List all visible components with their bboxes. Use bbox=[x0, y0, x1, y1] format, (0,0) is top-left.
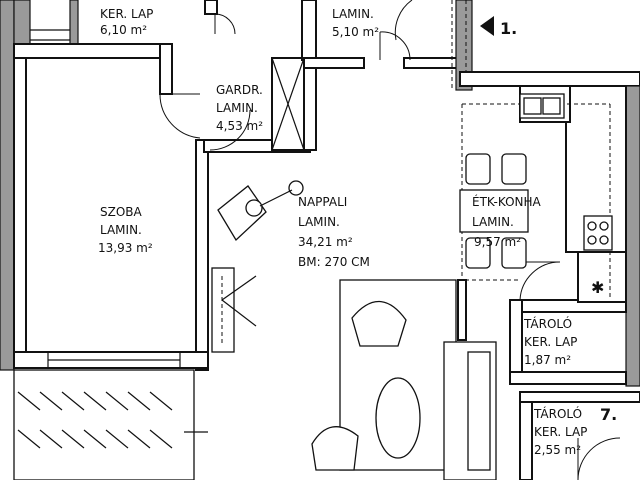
storage1-wall-bottom bbox=[509, 371, 627, 385]
tv-line-2 bbox=[221, 299, 257, 327]
bedroom-wall-left bbox=[13, 57, 27, 369]
storage1-floor: KER. LAP bbox=[524, 335, 577, 349]
bedroom-name: SZOBA bbox=[100, 205, 143, 219]
star-icon: ✱ bbox=[591, 278, 604, 297]
chair-4 bbox=[501, 237, 527, 269]
burner-1 bbox=[587, 221, 597, 231]
burner-2 bbox=[599, 221, 609, 231]
lamp-cord bbox=[259, 189, 293, 207]
bedroom-area: 13,93 m² bbox=[98, 241, 153, 255]
wardrobe-name: GARDR. bbox=[216, 83, 263, 97]
storage1-area: 1,87 m² bbox=[524, 353, 571, 367]
tv-line-1 bbox=[221, 275, 257, 301]
lamp-1 bbox=[245, 199, 263, 217]
door-arc-wardrobe bbox=[209, 109, 251, 151]
chair-1 bbox=[465, 153, 491, 185]
storage1-wall-left bbox=[509, 299, 523, 381]
pantry-block bbox=[577, 249, 627, 303]
bath-area: 6,10 m² bbox=[100, 23, 147, 37]
doors bbox=[159, 0, 621, 480]
outer-wall-left bbox=[0, 0, 15, 371]
bedroom-floor: LAMIN. bbox=[100, 223, 142, 237]
wardrobe-floor: LAMIN. bbox=[216, 101, 258, 115]
terrace-hatch-2 bbox=[17, 429, 173, 449]
hall-name: LAMIN. bbox=[332, 7, 374, 21]
burner-4 bbox=[599, 235, 609, 245]
unit-1-marker: 1. bbox=[500, 19, 517, 38]
armchair-3 bbox=[311, 426, 359, 471]
bedroom-wall-right-top bbox=[159, 43, 173, 95]
unit-7-marker: 7. bbox=[600, 405, 617, 424]
entrance-wall bbox=[455, 0, 473, 91]
living-floor: LAMIN. bbox=[298, 215, 340, 229]
terrace-hatch bbox=[17, 391, 173, 411]
kitchen-wall-top bbox=[459, 71, 640, 87]
storage2-area: 2,55 m² bbox=[534, 443, 581, 457]
sofa-cushion bbox=[467, 351, 491, 471]
hall-wall-left bbox=[301, 0, 317, 61]
tv-unit bbox=[211, 267, 235, 353]
bath-name: KER. LAP bbox=[100, 7, 153, 21]
living-name: NAPPALI bbox=[298, 195, 347, 209]
chair-2 bbox=[501, 153, 527, 185]
dining-table bbox=[459, 189, 529, 233]
hall-area: 5,10 m² bbox=[332, 25, 379, 39]
living-area: 34,21 m² bbox=[298, 235, 353, 249]
door-arc-hall bbox=[379, 31, 411, 61]
door-arc-storage1 bbox=[519, 261, 561, 301]
hall-wall-stub bbox=[204, 0, 218, 15]
cabinet-cross-2 bbox=[271, 57, 305, 151]
storage2-wall-left bbox=[519, 391, 533, 480]
furniture: ✱ bbox=[13, 16, 613, 480]
storage2-floor: KER. LAP bbox=[534, 425, 587, 439]
chair-3 bbox=[465, 237, 491, 269]
kitchen-name: ÉTK-KONHA bbox=[472, 194, 542, 209]
sink-bowl-right bbox=[542, 97, 561, 115]
wardrobe-wall-right bbox=[303, 57, 317, 151]
terrace bbox=[13, 369, 195, 480]
coffee-table bbox=[375, 377, 421, 459]
storage1-name: TÁROLÓ bbox=[523, 316, 572, 331]
living-wall-right bbox=[457, 279, 467, 341]
door-arc-bath bbox=[214, 13, 236, 35]
triangle-left-icon bbox=[480, 16, 494, 36]
room-labels: KER. LAP 6,10 m² LAMIN. 5,10 m² GARDR. L… bbox=[98, 7, 617, 457]
hall-wall-bottom-left bbox=[303, 57, 365, 69]
burner-3 bbox=[587, 235, 597, 245]
door-arc-entrance bbox=[394, 0, 413, 41]
sink-bowl-left bbox=[523, 97, 542, 115]
kitchen-area: 9,57 m² bbox=[474, 235, 521, 249]
bedroom-wall-top bbox=[13, 43, 165, 59]
armchair-2 bbox=[351, 300, 407, 347]
door-arc-bedroom bbox=[159, 93, 201, 139]
storage2-name: TÁROLÓ bbox=[533, 406, 582, 421]
outer-wall-right bbox=[625, 85, 640, 387]
stove bbox=[583, 215, 613, 251]
living-height: BM: 270 CM bbox=[298, 255, 370, 269]
bath-wall-left bbox=[13, 0, 31, 51]
bath-wall-mid bbox=[69, 0, 79, 51]
door-arc-storage2 bbox=[577, 437, 621, 480]
kitchen-floor: LAMIN. bbox=[472, 215, 514, 229]
storage2-wall-top bbox=[519, 391, 640, 403]
bedroom-wall-right bbox=[195, 139, 209, 371]
wardrobe-area: 4,53 m² bbox=[216, 119, 263, 133]
lamp-2 bbox=[288, 180, 304, 196]
